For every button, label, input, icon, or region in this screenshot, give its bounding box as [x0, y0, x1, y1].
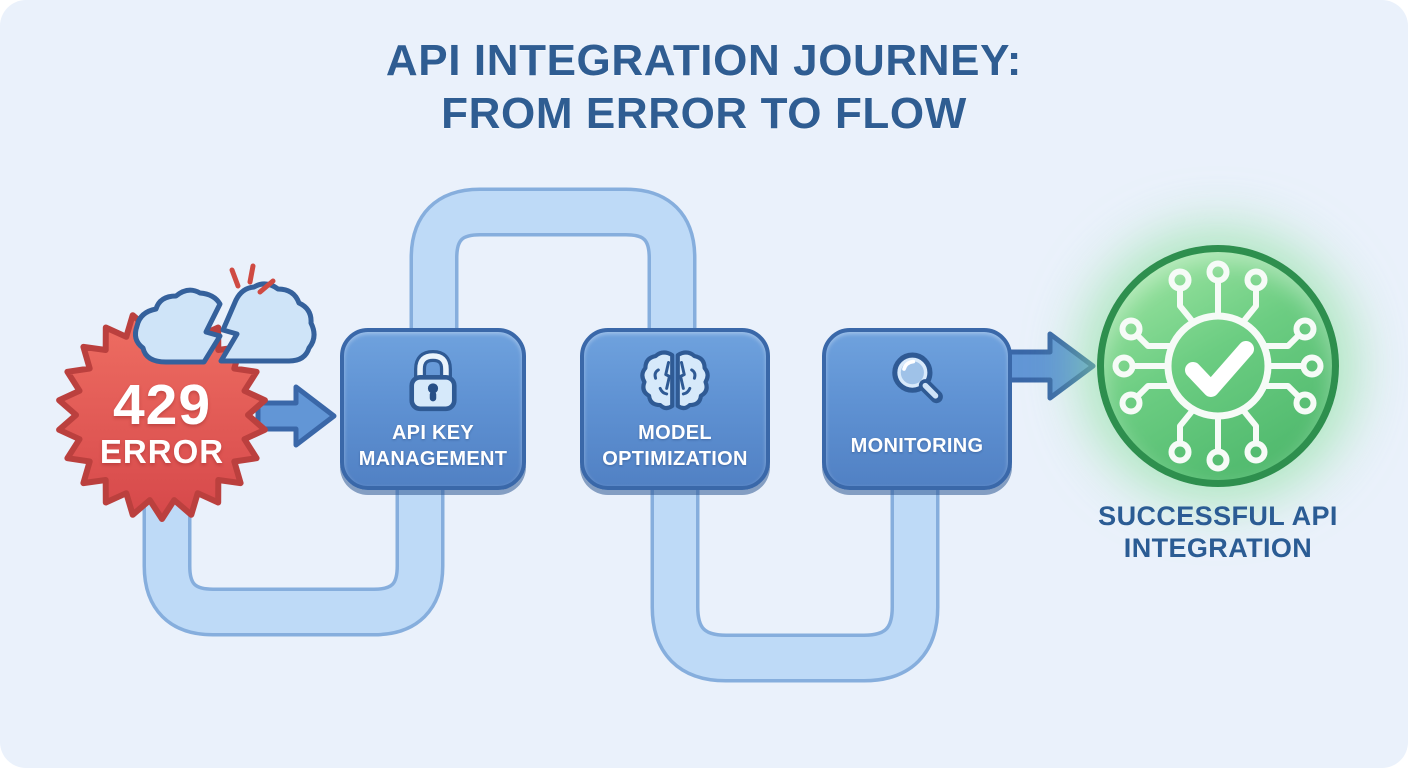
checkmark-icon — [1185, 341, 1254, 397]
brain-icon — [640, 350, 710, 411]
error-label: ERROR — [99, 433, 225, 470]
spark-lines-icon — [229, 263, 276, 295]
circuit-check-icon — [1112, 260, 1324, 472]
error-badge: 429 ERROR — [54, 307, 270, 523]
step-label: API KEY MANAGEMENT — [358, 422, 508, 470]
error-badge-text: 429 ERROR — [54, 315, 270, 531]
step-box-monitoring: MONITORING — [822, 328, 1012, 490]
step-label: MODEL OPTIMIZATION — [602, 422, 748, 470]
step-box-model-optimization: MODEL OPTIMIZATION — [580, 328, 770, 490]
step-box-api-key-management: API KEY MANAGEMENT — [340, 328, 526, 490]
page-title-line1: API INTEGRATION JOURNEY: — [385, 36, 1023, 85]
success-label: SUCCESSFUL API INTEGRATION — [1098, 501, 1338, 563]
lock-icon — [409, 350, 457, 412]
page-title-line2: FROM ERROR TO FLOW — [441, 89, 967, 138]
step-label: MONITORING — [850, 435, 984, 457]
page-title: API INTEGRATION JOURNEY: FROM ERROR TO F… — [0, 34, 1408, 140]
error-code: 429 — [112, 373, 212, 437]
success-circle — [1097, 245, 1339, 487]
arrow-right-icon — [1001, 331, 1096, 401]
magnifier-icon — [892, 352, 943, 404]
